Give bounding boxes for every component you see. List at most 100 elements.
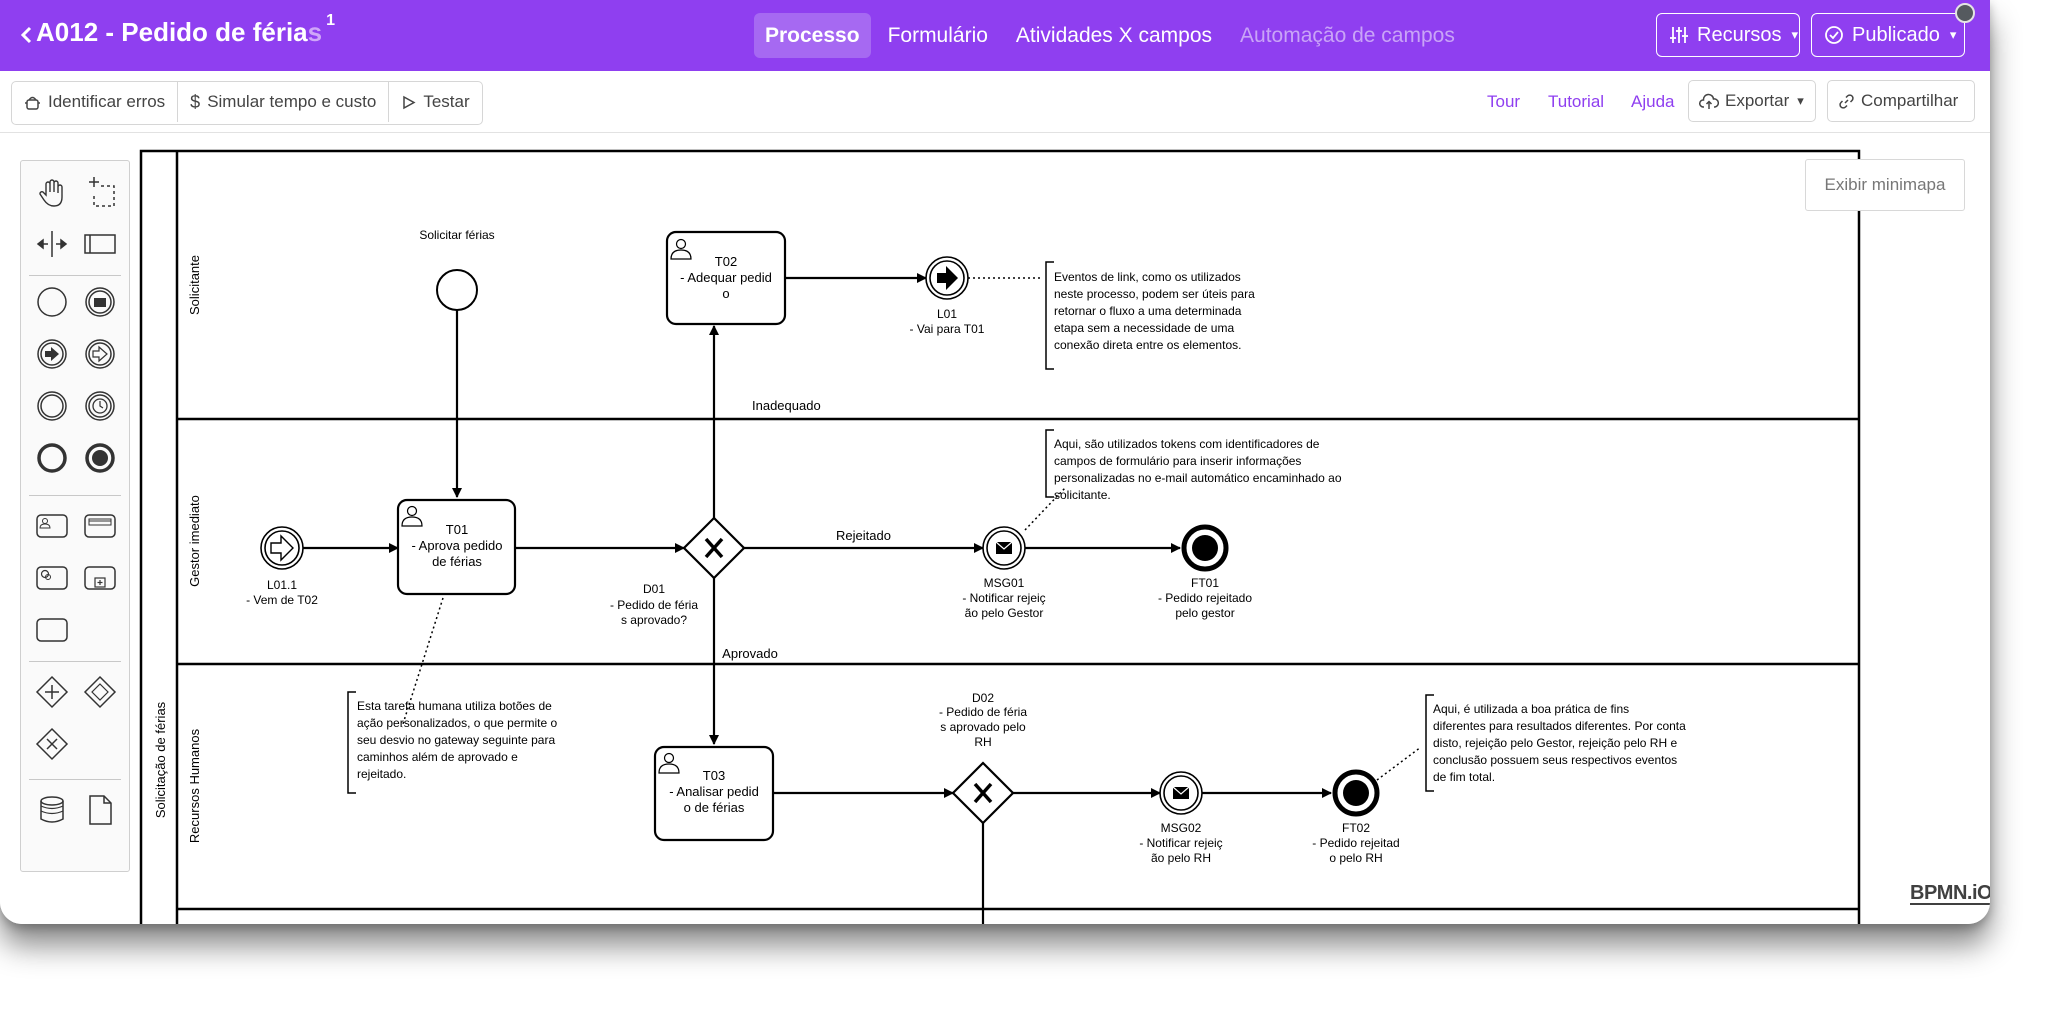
l01-name: - Vai para T01: [910, 322, 985, 336]
task-t01-name: - Aprova pedido: [411, 538, 502, 553]
user-task-icon: [658, 752, 680, 774]
task-t03-id: T03: [703, 768, 725, 783]
bpmn-diagram[interactable]: Solicitação de férias Solicitante Gestor…: [0, 0, 1990, 924]
main-tabs: Processo Formulário Atividades X campos …: [754, 13, 1466, 58]
tab-formulario[interactable]: Formulário: [887, 24, 988, 47]
annotation-tokens[interactable]: Aqui, são utilizados tokens com identifi…: [1054, 437, 1345, 502]
msg01-name-cont: ão pelo Gestor: [965, 606, 1044, 620]
lane-label-solicitante[interactable]: Solicitante: [187, 255, 202, 315]
flow-label-rejeitado[interactable]: Rejeitado: [836, 528, 891, 543]
lane-label-rh[interactable]: Recursos Humanos: [187, 728, 202, 843]
link-catch-event-icon[interactable]: [83, 337, 117, 371]
tutorial-link[interactable]: Tutorial: [1548, 92, 1605, 111]
terminate-end-event-icon[interactable]: [83, 441, 117, 475]
task-t03-name-cont: o de férias: [684, 800, 745, 815]
help-link[interactable]: Ajuda: [1631, 92, 1675, 111]
task-t01[interactable]: [396, 498, 517, 596]
annotation-bracket: [1045, 429, 1054, 498]
export-label: Exportar: [1725, 91, 1790, 110]
link-catch-event-l011[interactable]: [260, 526, 304, 570]
annotation-bracket: [1045, 261, 1054, 370]
published-label: Publicado: [1852, 24, 1940, 46]
event-gateway-icon[interactable]: [83, 675, 117, 709]
manual-task-icon[interactable]: [83, 509, 117, 543]
task-t02-name-cont: o: [722, 286, 729, 301]
annotation-bracket: [347, 691, 356, 794]
hand-tool-icon[interactable]: [35, 175, 69, 209]
association-ft02-note[interactable]: [1376, 746, 1422, 781]
resources-button[interactable]: Recursos ▾: [1656, 13, 1800, 57]
tab-automacao-campos[interactable]: Automação de campos: [1240, 24, 1455, 47]
flow-label-inadequado[interactable]: Inadequado: [752, 398, 821, 413]
terminate-icon: [1343, 780, 1369, 806]
data-store-icon[interactable]: [35, 793, 69, 827]
lasso-tool-icon[interactable]: [83, 175, 117, 209]
bug-icon: [25, 96, 40, 110]
share-button[interactable]: Compartilhar: [1827, 80, 1975, 122]
tour-link[interactable]: Tour: [1487, 92, 1521, 111]
lane-label-gestor[interactable]: Gestor imediato: [187, 495, 202, 587]
annotation-bracket: [1425, 694, 1434, 792]
d01-id: D01: [643, 582, 665, 596]
exclusive-x-icon: [704, 537, 724, 559]
l01-id: L01: [937, 307, 957, 321]
task-icon[interactable]: [35, 613, 69, 647]
palette-separator: [29, 495, 121, 496]
subprocess-icon[interactable]: [83, 561, 117, 595]
timer-event-icon[interactable]: [83, 389, 117, 423]
service-task-icon[interactable]: [35, 561, 69, 595]
sliders-icon: [1670, 27, 1688, 43]
arrow-right-outline-icon: [270, 534, 294, 562]
minimap-toggle-button[interactable]: Exibir minimapa: [1805, 159, 1965, 211]
participant-tool-icon[interactable]: [83, 227, 117, 261]
simulate-label: Simular tempo e custo: [207, 92, 377, 111]
task-t02[interactable]: [665, 230, 787, 326]
resources-label: Recursos: [1697, 24, 1782, 46]
end-event-icon[interactable]: [35, 441, 69, 475]
intermediate-event-icon[interactable]: [35, 389, 69, 423]
back-arrow-icon[interactable]: [16, 18, 38, 52]
flow-label-aprovado[interactable]: Aprovado: [722, 646, 778, 661]
d02-id: D02: [972, 691, 994, 705]
export-button[interactable]: Exportar ▾: [1688, 80, 1816, 122]
exclusive-gateway-icon[interactable]: [35, 727, 69, 761]
task-t02-id: T02: [715, 254, 737, 269]
pool-label[interactable]: Solicitação de férias: [153, 701, 168, 818]
test-button[interactable]: Testar: [389, 82, 481, 122]
annotation-end-events[interactable]: Aqui, é utilizada a boa prática de fins …: [1433, 702, 1689, 784]
caret-down-icon: ▾: [1791, 27, 1799, 42]
annotation-task-buttons[interactable]: Esta tarefa humana utiliza botões de açã…: [357, 699, 560, 781]
play-icon: [403, 95, 416, 109]
start-event[interactable]: [436, 269, 478, 311]
exclusive-x-icon: [973, 782, 993, 804]
start-event-icon[interactable]: [35, 285, 69, 319]
version-badge: 1: [326, 12, 336, 30]
annotation-link-events[interactable]: Eventos de link, como os utilizados nest…: [1054, 270, 1258, 352]
simulate-button[interactable]: $ Simular tempo e custo: [178, 82, 390, 122]
title-text-fade: s: [307, 17, 323, 47]
share-label: Compartilhar: [1861, 91, 1959, 110]
tab-atividades-campos[interactable]: Atividades X campos: [1015, 24, 1213, 47]
tab-processo[interactable]: Processo: [754, 13, 871, 58]
status-dot: [1955, 3, 1975, 23]
msg02-id: MSG02: [1161, 821, 1202, 835]
task-t03[interactable]: [653, 745, 775, 842]
bpmn-io-logo[interactable]: BPMN.iO: [1910, 883, 1990, 905]
parallel-gateway-icon[interactable]: [35, 675, 69, 709]
space-tool-icon[interactable]: [35, 227, 69, 261]
task-t01-name-cont: de férias: [432, 554, 482, 569]
user-task-icon[interactable]: [35, 509, 69, 543]
start-event-label[interactable]: Solicitar férias: [419, 228, 494, 242]
user-task-icon: [401, 505, 423, 527]
published-button[interactable]: Publicado ▾: [1811, 13, 1965, 57]
identify-errors-label: Identificar erros: [48, 92, 166, 111]
task-t01-id: T01: [446, 522, 468, 537]
link-throw-event-icon[interactable]: [35, 337, 69, 371]
data-object-icon[interactable]: [83, 793, 117, 827]
l011-name: - Vem de T02: [246, 593, 318, 607]
message-start-event-icon[interactable]: [83, 285, 117, 319]
d02-name-cont: s aprovado pelo: [940, 720, 1026, 734]
palette-separator: [29, 779, 121, 780]
identify-errors-button[interactable]: Identificar erros: [12, 82, 179, 122]
